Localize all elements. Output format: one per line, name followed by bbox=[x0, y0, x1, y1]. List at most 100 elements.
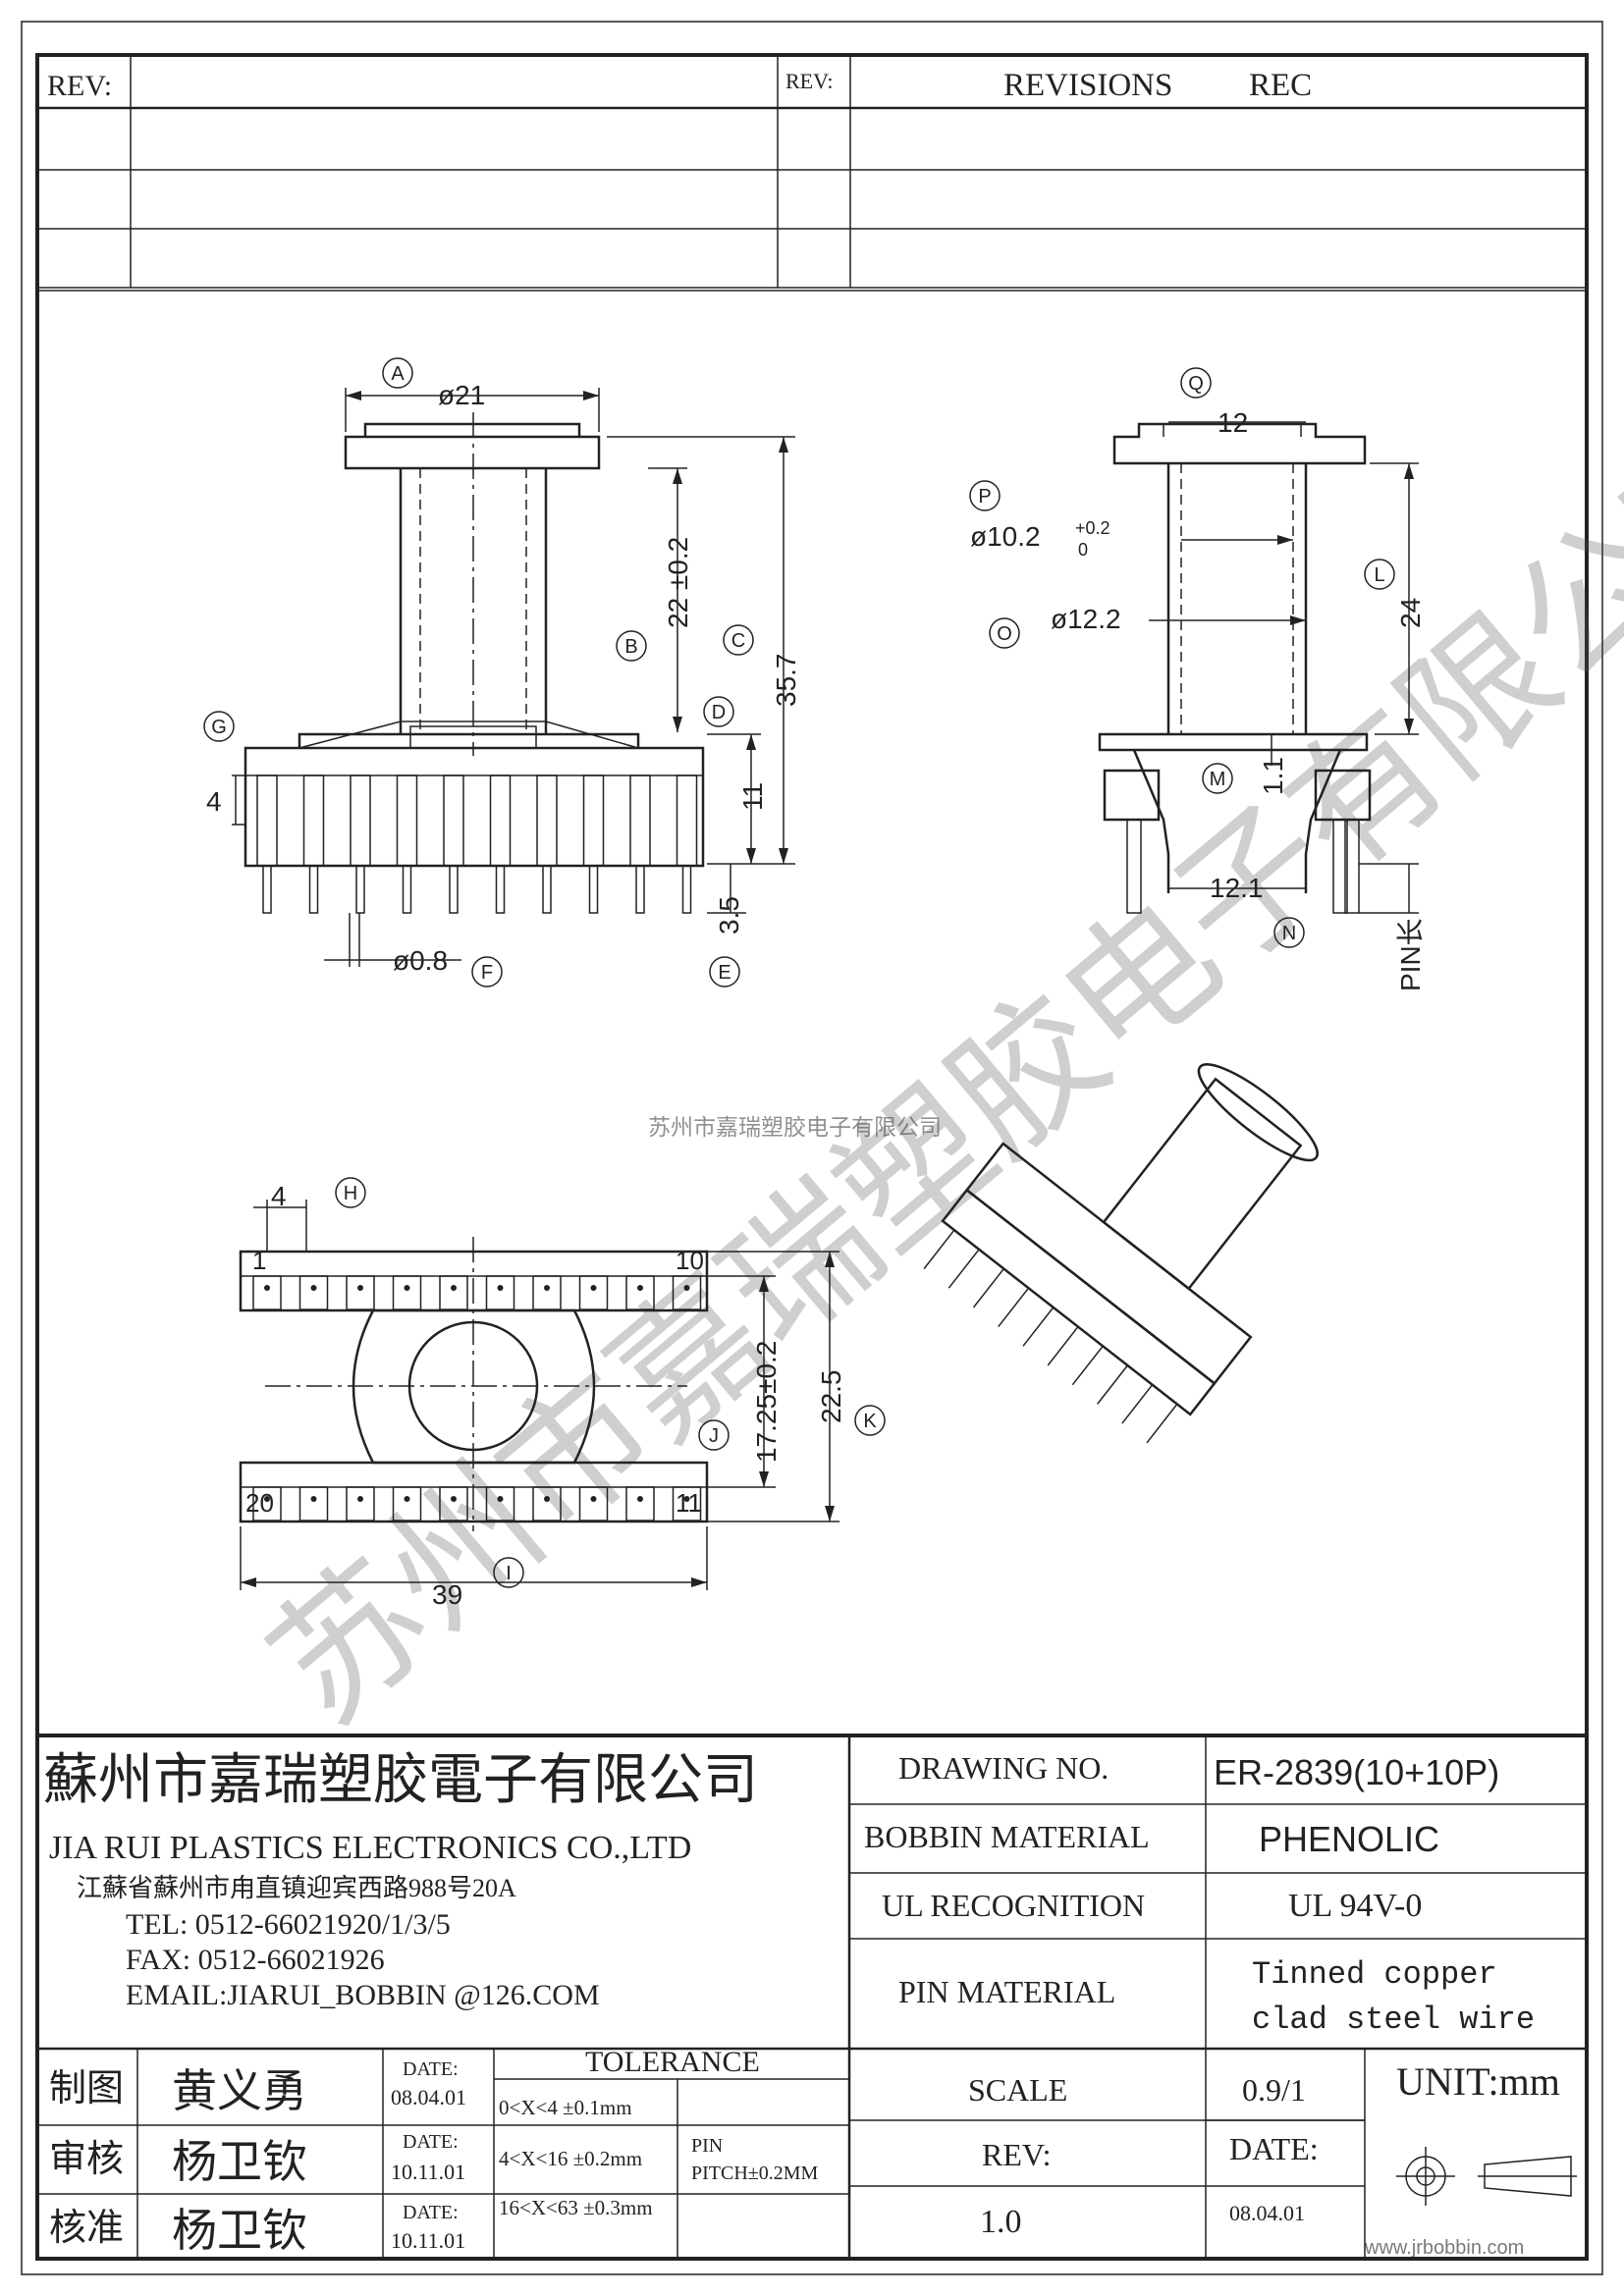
front-total-height: 35.7 bbox=[771, 654, 801, 708]
front-pin-offset: 4 bbox=[206, 786, 222, 817]
side-view: 12 ø10.2 +0.2 0 ø12.2 24 1.1 12.1 PIN长 bbox=[970, 407, 1426, 991]
pin-dot bbox=[451, 1496, 457, 1502]
company-fax: FAX: 0512-66021926 bbox=[126, 1944, 385, 1976]
front-pin bbox=[635, 865, 645, 914]
bobbin-material: PHENOLIC bbox=[1259, 1819, 1439, 1859]
bottom-total-width: 39 bbox=[432, 1579, 462, 1610]
pin-dot bbox=[590, 1496, 597, 1502]
pin-dot bbox=[264, 1285, 270, 1291]
pin-pad bbox=[298, 1486, 329, 1522]
front-outer-dia: ø21 bbox=[438, 380, 485, 410]
bottom-row-spacing: 17.25±0.2 bbox=[751, 1341, 782, 1463]
front-slot bbox=[676, 774, 698, 867]
pin-pad bbox=[392, 1486, 422, 1522]
pin-dot bbox=[451, 1285, 457, 1291]
pin-first-top: 1 bbox=[252, 1246, 266, 1275]
company-email: EMAIL:JIARUI_BOBBIN @126.COM bbox=[126, 1979, 600, 2011]
pin-pad bbox=[252, 1275, 282, 1310]
side-pin-length-label: PIN长 bbox=[1395, 918, 1426, 991]
callout-q: Q bbox=[1180, 367, 1212, 399]
title-block: 蘇州市嘉瑞塑胶電子有限公司 JIA RUI PLASTICS ELECTRONI… bbox=[37, 1734, 1587, 2259]
check-date-label: DATE: bbox=[403, 2131, 459, 2153]
side-inner-dia: ø10.2 bbox=[970, 521, 1041, 552]
pin-dot bbox=[310, 1496, 317, 1502]
front-pin bbox=[262, 865, 272, 914]
drawn-date-label: DATE: bbox=[403, 2058, 459, 2080]
bottom-pitch: 4 bbox=[271, 1181, 287, 1211]
iso-pin bbox=[1121, 1384, 1154, 1424]
callout-letter: D bbox=[712, 702, 726, 723]
revisions-header: REVISIONS bbox=[1003, 68, 1172, 103]
front-pin-length: 3.5 bbox=[714, 896, 744, 934]
front-slot bbox=[443, 774, 464, 867]
drawn-date: 08.04.01 bbox=[391, 2085, 466, 2109]
callout-m: M bbox=[1202, 763, 1233, 794]
iso-pin bbox=[1071, 1345, 1104, 1386]
callout-j: J bbox=[698, 1419, 730, 1451]
callout-letter: B bbox=[624, 636, 637, 658]
pin-pad bbox=[392, 1275, 422, 1310]
pin-pad bbox=[625, 1486, 655, 1522]
pin-dot bbox=[544, 1285, 550, 1291]
callout-letter: E bbox=[718, 962, 731, 984]
front-height-bobbin: 22 ±0.2 bbox=[663, 537, 693, 628]
side-height: 24 bbox=[1395, 598, 1426, 628]
callout-letter: N bbox=[1282, 923, 1296, 944]
iso-pin bbox=[998, 1287, 1030, 1328]
pin-pad bbox=[298, 1275, 329, 1310]
iso-pin bbox=[1047, 1326, 1079, 1366]
front-view: ø21 22 ±0.2 35.7 11 4 3.5 ø0.8 bbox=[206, 380, 801, 976]
front-pin bbox=[402, 865, 412, 914]
check-date: 10.11.01 bbox=[391, 2160, 465, 2184]
pin-pad bbox=[346, 1275, 375, 1310]
front-pin-dia: ø0.8 bbox=[393, 945, 448, 976]
callout-d: D bbox=[703, 696, 734, 727]
callout-f: F bbox=[471, 956, 503, 988]
iso-pin bbox=[1146, 1403, 1178, 1444]
watermark-website: www.jrbobbin.com bbox=[1364, 2237, 1524, 2259]
pin-last-bottom: 11 bbox=[676, 1488, 702, 1518]
callout-n: N bbox=[1273, 917, 1305, 948]
front-slot bbox=[489, 774, 512, 867]
tolerance-1: 0<X<4 ±0.1mm bbox=[499, 2096, 632, 2119]
callout-letter: L bbox=[1374, 564, 1384, 586]
scale-label: SCALE bbox=[968, 2072, 1067, 2108]
tolerance-3: 16<X<63 ±0.3mm bbox=[499, 2196, 653, 2219]
callout-letter: M bbox=[1210, 769, 1226, 790]
pin-dot bbox=[637, 1496, 643, 1502]
callout-letter: C bbox=[731, 630, 745, 652]
iso-pin bbox=[1097, 1364, 1128, 1405]
callout-letter: O bbox=[997, 623, 1012, 645]
callout-k: K bbox=[854, 1405, 886, 1436]
bottom-view: 4 1 10 20 11 17.25±0.2 22.5 39 bbox=[239, 1181, 846, 1610]
callout-letter: K bbox=[863, 1411, 877, 1432]
pin-dot bbox=[357, 1285, 363, 1291]
pin-dot bbox=[404, 1285, 410, 1291]
pin-dot bbox=[637, 1285, 643, 1291]
date-value: 08.04.01 bbox=[1229, 2201, 1305, 2225]
pin-material-line2: clad steel wire bbox=[1252, 2002, 1535, 2038]
callout-i: I bbox=[493, 1557, 524, 1588]
pin-pad bbox=[625, 1275, 655, 1310]
callout-o: O bbox=[989, 617, 1020, 649]
callout-letter: F bbox=[481, 962, 493, 984]
drawn-by: 黄义勇 bbox=[172, 2066, 307, 2116]
callout-l: L bbox=[1364, 559, 1395, 590]
sheet-border bbox=[21, 21, 1603, 2275]
callout-g: G bbox=[203, 711, 235, 742]
side-step: 1.1 bbox=[1258, 757, 1288, 795]
pin-pad bbox=[578, 1486, 609, 1522]
bottom-total-depth: 22.5 bbox=[816, 1370, 846, 1424]
company-cn: 蘇州市嘉瑞塑胶電子有限公司 bbox=[43, 1750, 758, 1811]
iso-pin bbox=[947, 1249, 980, 1289]
callout-b: B bbox=[616, 630, 647, 662]
pin-material-line1: Tinned copper bbox=[1252, 1956, 1497, 1993]
ul-value: UL 94V-0 bbox=[1288, 1888, 1422, 1924]
approve-label: 核准 bbox=[49, 2208, 124, 2249]
pin-dot bbox=[357, 1496, 363, 1502]
callout-letter: H bbox=[344, 1183, 357, 1204]
rev-label: REV: bbox=[47, 70, 112, 102]
front-pin bbox=[495, 865, 506, 914]
pin-pad bbox=[532, 1486, 562, 1522]
